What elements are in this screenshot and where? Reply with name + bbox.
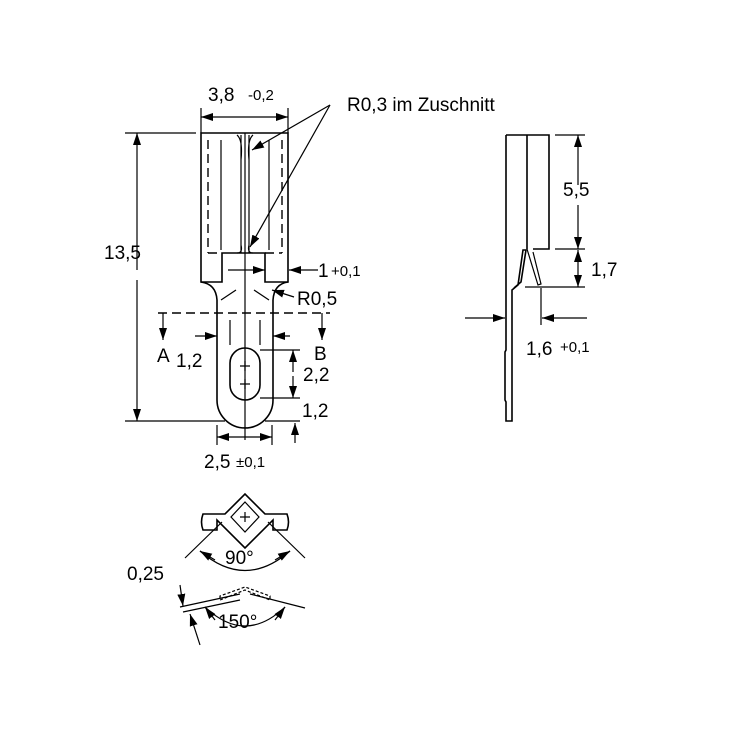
offset-dim: 1,6 xyxy=(526,339,552,360)
lower-dim: 1,7 xyxy=(591,260,617,281)
upper-dim: 5,5 xyxy=(563,180,589,201)
neck-radius: R0,5 xyxy=(297,289,337,310)
side-view: 5,5 1,7 1,6 +0,1 xyxy=(465,134,617,422)
section-a-label: A xyxy=(157,346,170,367)
slot-tol: +0,1 xyxy=(331,263,361,280)
offset-tol: +0,1 xyxy=(560,339,590,356)
length-dim: 13,5 xyxy=(104,243,141,264)
section-b-label: B xyxy=(314,344,327,365)
oval-hole xyxy=(229,347,261,401)
front-view: 3,8 -0,2 R0,3 im Zuschnitt 13,5 1 +0,1 R… xyxy=(104,85,496,473)
tip-width-dim: 2,5 xyxy=(204,452,230,473)
tip-dim: 1,2 xyxy=(302,401,328,422)
hole-width-dim: 1,2 xyxy=(176,351,202,372)
radius-note: R0,3 im Zuschnitt xyxy=(347,95,496,116)
width-tol: -0,2 xyxy=(248,87,274,104)
angle-90: 90° xyxy=(225,548,254,569)
section-views: 90° 0,25 150° xyxy=(127,492,306,646)
hole-length-dim: 2,2 xyxy=(303,365,329,386)
thickness-dim: 0,25 xyxy=(127,564,164,585)
slot-dim: 1 xyxy=(318,261,329,282)
width-dim: 3,8 xyxy=(208,85,234,106)
angle-150: 150° xyxy=(218,612,257,633)
tip-width-tol: ±0,1 xyxy=(236,454,265,471)
